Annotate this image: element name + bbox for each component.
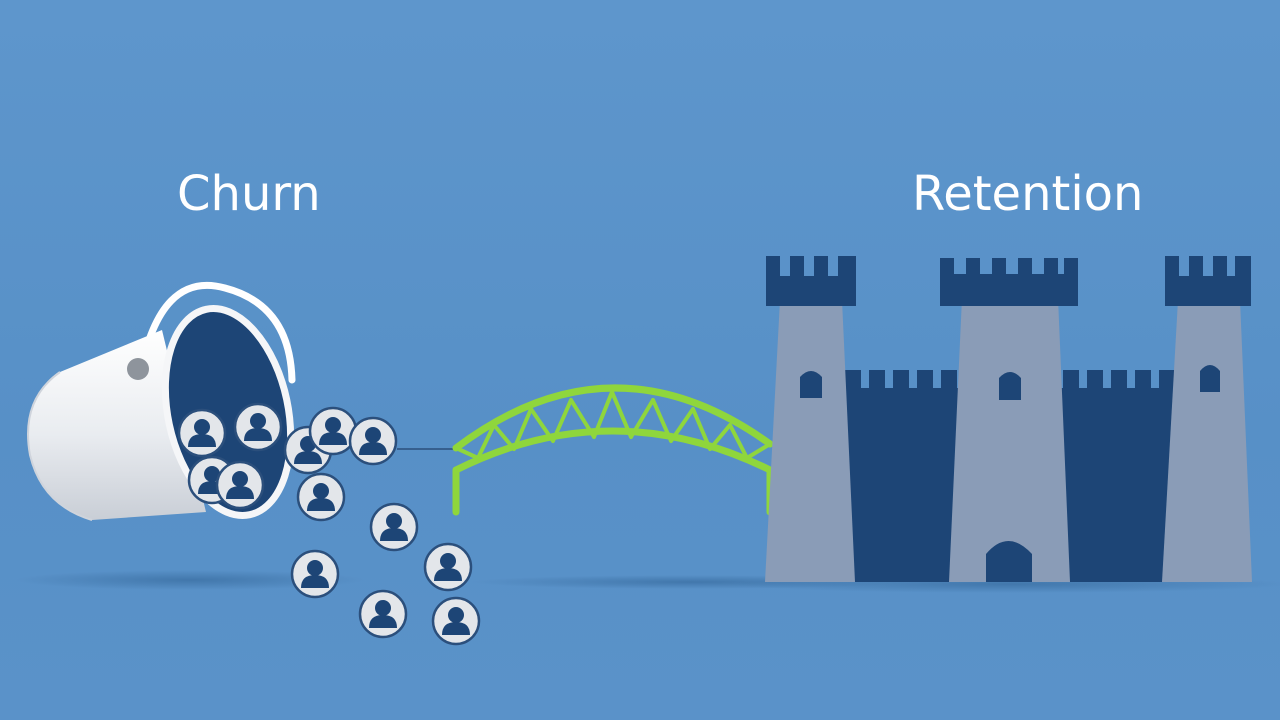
castle-icon xyxy=(765,256,1252,582)
bridge-icon xyxy=(452,384,774,516)
bucket-icon xyxy=(27,281,296,521)
spilled-customers xyxy=(283,406,481,646)
churn-heading: Churn xyxy=(177,166,321,222)
retention-heading: Retention xyxy=(912,166,1144,222)
